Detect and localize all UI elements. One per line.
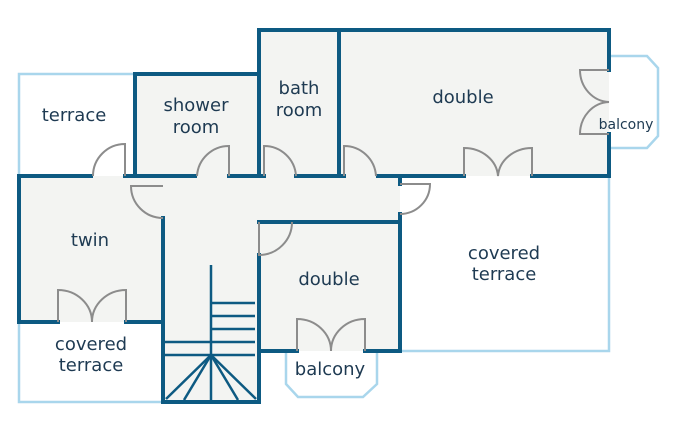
bathroom-label-line1: bath — [279, 78, 320, 99]
double-north-label: double — [432, 87, 493, 108]
covered-terrace-east-label-line2: terrace — [472, 264, 537, 285]
door-double-north-terrace — [463, 146, 533, 177]
doors — [57, 69, 610, 352]
door-twin-terrace — [92, 142, 126, 177]
double-north-floor — [340, 30, 609, 176]
door-hall-terrace — [399, 183, 432, 215]
balcony-east-outline — [609, 54, 660, 150]
twin-label: twin — [71, 230, 109, 251]
terrace-nw-label: terrace — [42, 105, 107, 126]
walls — [17, 28, 611, 404]
covered-terrace-sw-outline — [17, 322, 163, 404]
balcony-east-label: balcony — [599, 117, 654, 133]
bathroom-floor — [259, 30, 338, 176]
double-south-label: double — [298, 269, 359, 290]
stair-winder — [210, 354, 257, 400]
door-double-north — [343, 144, 377, 177]
bathroom-label-line2: room — [276, 100, 323, 121]
twin-floor — [19, 176, 163, 322]
door-double-north-balcony — [578, 69, 610, 135]
balcony-south-outline — [284, 351, 379, 399]
door-twin-terrace-sw — [57, 288, 127, 323]
covered-terrace-sw-label-line2: terrace — [59, 355, 124, 376]
covered-terrace-sw-label-line1: covered — [55, 334, 127, 355]
door-shower-room — [196, 144, 230, 177]
covered-terrace-east-label-line1: covered — [468, 243, 540, 264]
staircase — [165, 265, 257, 402]
door-double-south-balcony — [296, 317, 366, 352]
covered-terrace-east-outline — [400, 176, 611, 353]
room-labels: terrace shower room bath room double bal… — [42, 78, 654, 380]
shower-room-label-line1: shower — [164, 95, 230, 116]
stair-winder — [165, 354, 212, 400]
shower-room-label-line2: room — [173, 117, 220, 138]
exterior-outlines — [17, 54, 660, 404]
door-bathroom — [263, 144, 297, 177]
shower-room-floor — [135, 74, 257, 176]
door-double-south — [258, 221, 293, 257]
door-twin-hall — [129, 185, 164, 219]
stair-winder — [209, 354, 240, 401]
stair-winder — [182, 354, 213, 401]
balcony-south-label: balcony — [295, 359, 366, 380]
double-south-floor — [259, 222, 400, 351]
terrace-nw-outline — [17, 72, 135, 176]
